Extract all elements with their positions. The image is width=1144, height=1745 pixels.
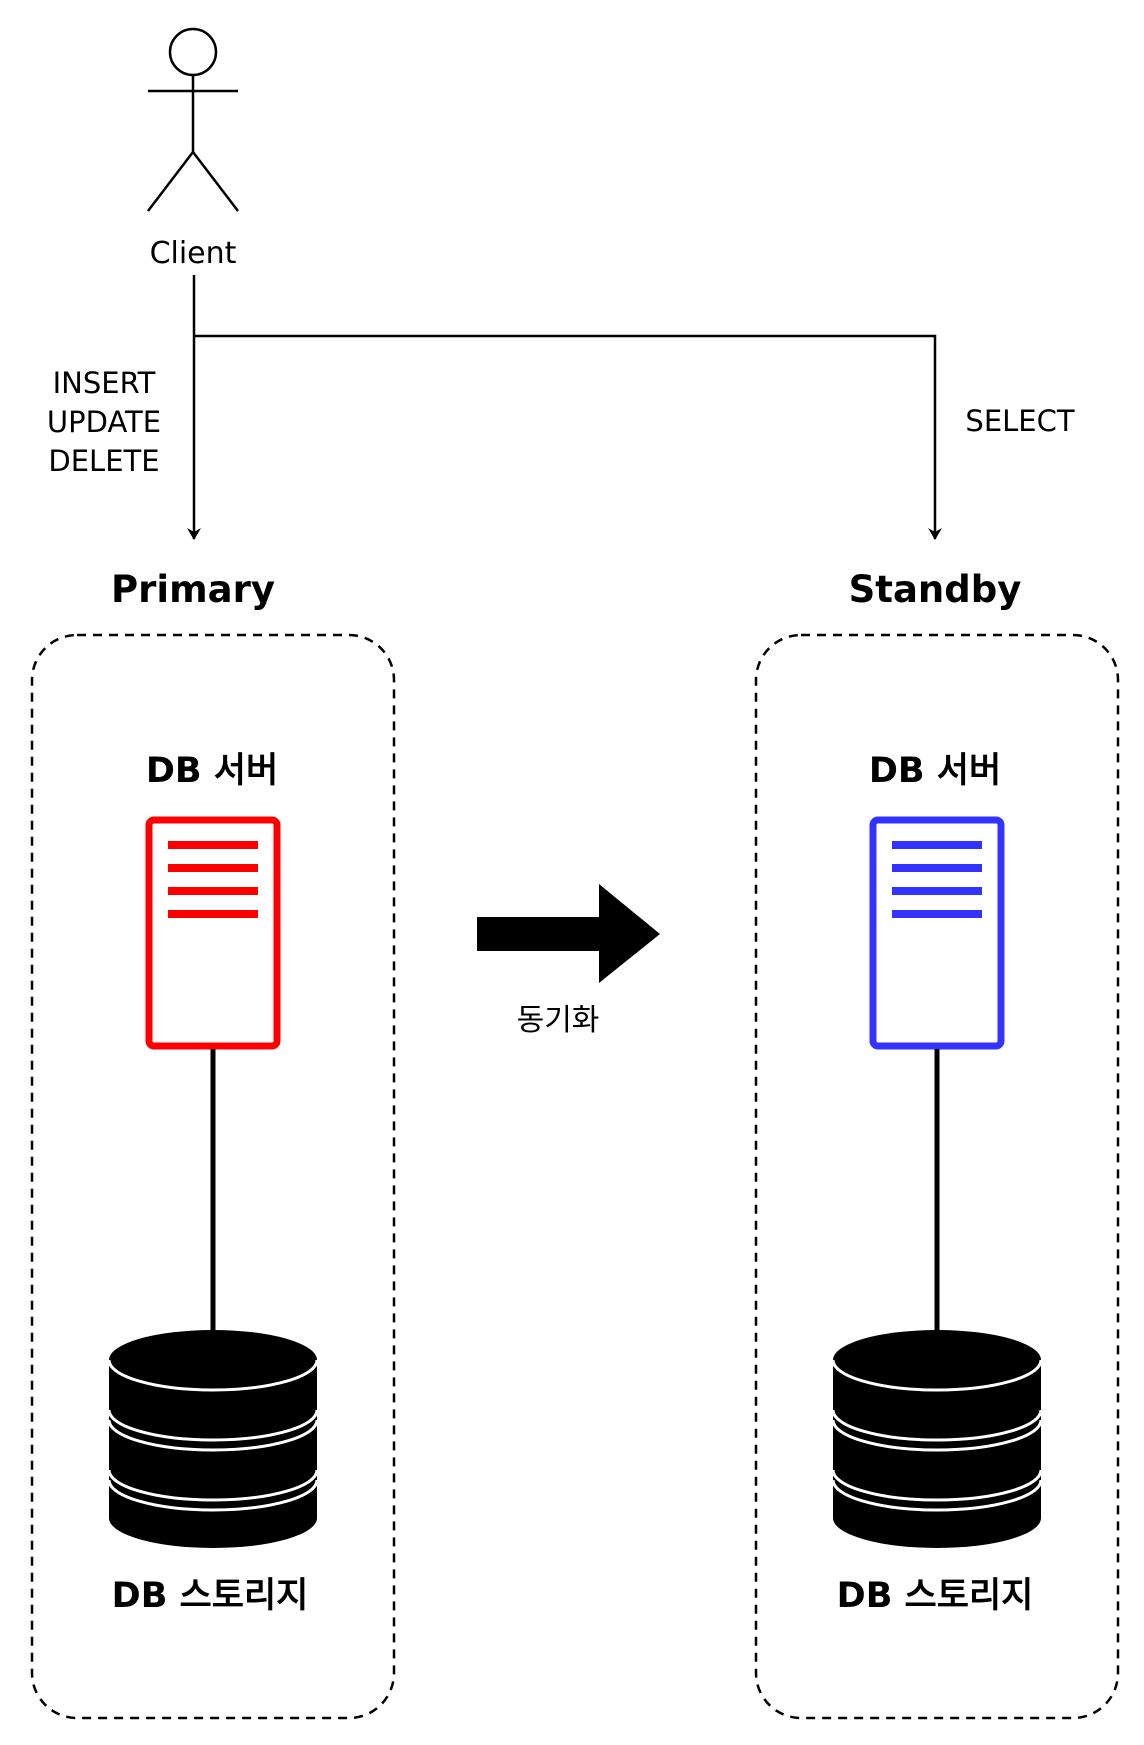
primary-server-icon [145,816,281,1050]
primary-storage-label: DB 스토리지 [112,1576,309,1616]
write-op-update-label: UPDATE [47,405,161,439]
standby-title: Standby [849,568,1022,611]
write-op-insert-label: INSERT [53,366,156,400]
primary-server-label: DB 서버 [146,751,278,791]
standby-storage-icon [831,1330,1043,1548]
read-edge [194,334,942,540]
sync-arrow-icon [477,884,660,983]
write-op-delete-label: DELETE [48,444,159,478]
client-label: Client [150,236,237,271]
sync-label: 동기화 [517,1003,600,1038]
primary-title: Primary [111,568,275,611]
standby-server-label: DB 서버 [869,751,1001,791]
standby-group [754,633,1120,1720]
read-op-select-label: SELECT [965,404,1074,438]
primary-storage-icon [107,1330,319,1548]
standby-storage-label: DB 스토리지 [837,1576,1034,1616]
client-actor-icon [147,27,239,212]
primary-group [30,633,396,1720]
standby-server-icon [869,816,1005,1050]
